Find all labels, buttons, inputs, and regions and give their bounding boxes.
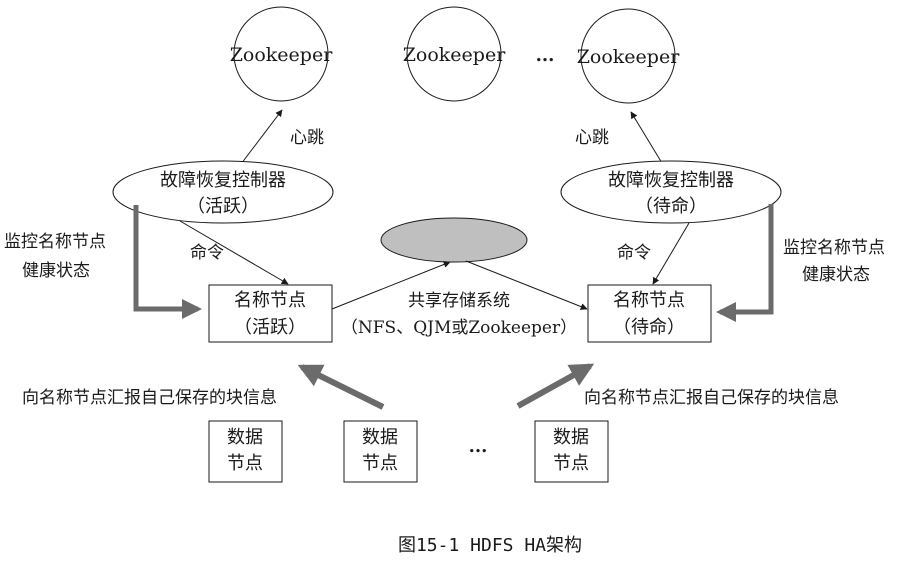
heartbeat-label-active: 心跳 <box>290 128 324 148</box>
zookeeper-2-label: Zookeeper <box>403 44 506 66</box>
data-node-ellipsis: ... <box>469 436 488 457</box>
heartbeat-arrow-active <box>237 109 283 169</box>
zookeeper-3: Zookeeper <box>577 8 680 104</box>
command-arrow-active <box>179 220 289 285</box>
name-node-standby-state: （待命） <box>613 317 685 338</box>
name-node-standby: 名称节点 （待命） <box>587 284 712 343</box>
block-report-arrow-active <box>297 364 385 410</box>
failover-controller-active: 故障恢复控制器 （活跃） <box>112 160 334 224</box>
zookeeper-1-label: Zookeeper <box>230 44 333 66</box>
block-report-arrow-standby <box>516 363 595 409</box>
data-node-2-line1: 数据 <box>362 427 398 448</box>
zookeeper-1: Zookeeper <box>230 6 333 102</box>
name-node-standby-title: 名称节点 <box>613 290 685 311</box>
command-label-standby: 命令 <box>617 243 651 263</box>
failover-controller-standby-title: 故障恢复控制器 <box>608 170 734 191</box>
command-arrow-standby <box>652 222 690 285</box>
data-node-2-line2: 节点 <box>362 453 398 474</box>
failover-controller-active-state: （活跃） <box>187 196 259 217</box>
failover-controller-standby-state: （待命） <box>635 196 707 217</box>
name-node-active: 名称节点 （活跃） <box>208 284 333 343</box>
monitor-label-standby-line1: 监控名称节点 <box>783 238 885 258</box>
zookeeper-ellipsis: ... <box>536 45 555 66</box>
data-node-1-line2: 节点 <box>227 453 263 474</box>
data-node-3-line2: 节点 <box>553 453 589 474</box>
data-node-3-line1: 数据 <box>553 427 589 448</box>
monitor-label-active-line1: 监控名称节点 <box>4 232 106 252</box>
shared-storage-title: 共享存储系统 <box>408 291 510 311</box>
heartbeat-arrow-standby <box>630 111 666 169</box>
zookeeper-2: Zookeeper <box>403 6 506 102</box>
heartbeat-label-standby: 心跳 <box>575 128 609 148</box>
zookeeper-3-label: Zookeeper <box>577 46 680 68</box>
monitor-arrow-standby <box>716 204 774 322</box>
shared-storage-subtitle: （NFS、QJM或Zookeeper） <box>341 318 577 338</box>
failover-controller-standby: 故障恢复控制器 （待命） <box>560 160 782 224</box>
data-node-3: 数据 节点 <box>534 420 609 483</box>
block-report-label-active: 向名称节点汇报自己保存的块信息 <box>22 388 277 408</box>
name-node-active-state: （活跃） <box>234 317 306 338</box>
failover-controller-active-title: 故障恢复控制器 <box>160 170 286 191</box>
data-node-1: 数据 节点 <box>208 420 283 483</box>
monitor-label-standby-line2: 健康状态 <box>802 265 870 285</box>
figure-caption: 图15-1 HDFS HA架构 <box>398 535 582 556</box>
block-report-label-standby: 向名称节点汇报自己保存的块信息 <box>584 388 839 408</box>
monitor-label-active-line2: 健康状态 <box>22 261 90 281</box>
storage-arrow-standby <box>465 260 588 310</box>
name-node-active-title: 名称节点 <box>234 290 306 311</box>
monitor-arrow-active <box>133 205 202 319</box>
storage-arrow-active <box>331 261 451 310</box>
command-label-active: 命令 <box>190 243 224 263</box>
data-node-1-line1: 数据 <box>227 427 263 448</box>
shared-storage-shape <box>380 217 528 263</box>
data-node-2: 数据 节点 <box>343 420 418 483</box>
